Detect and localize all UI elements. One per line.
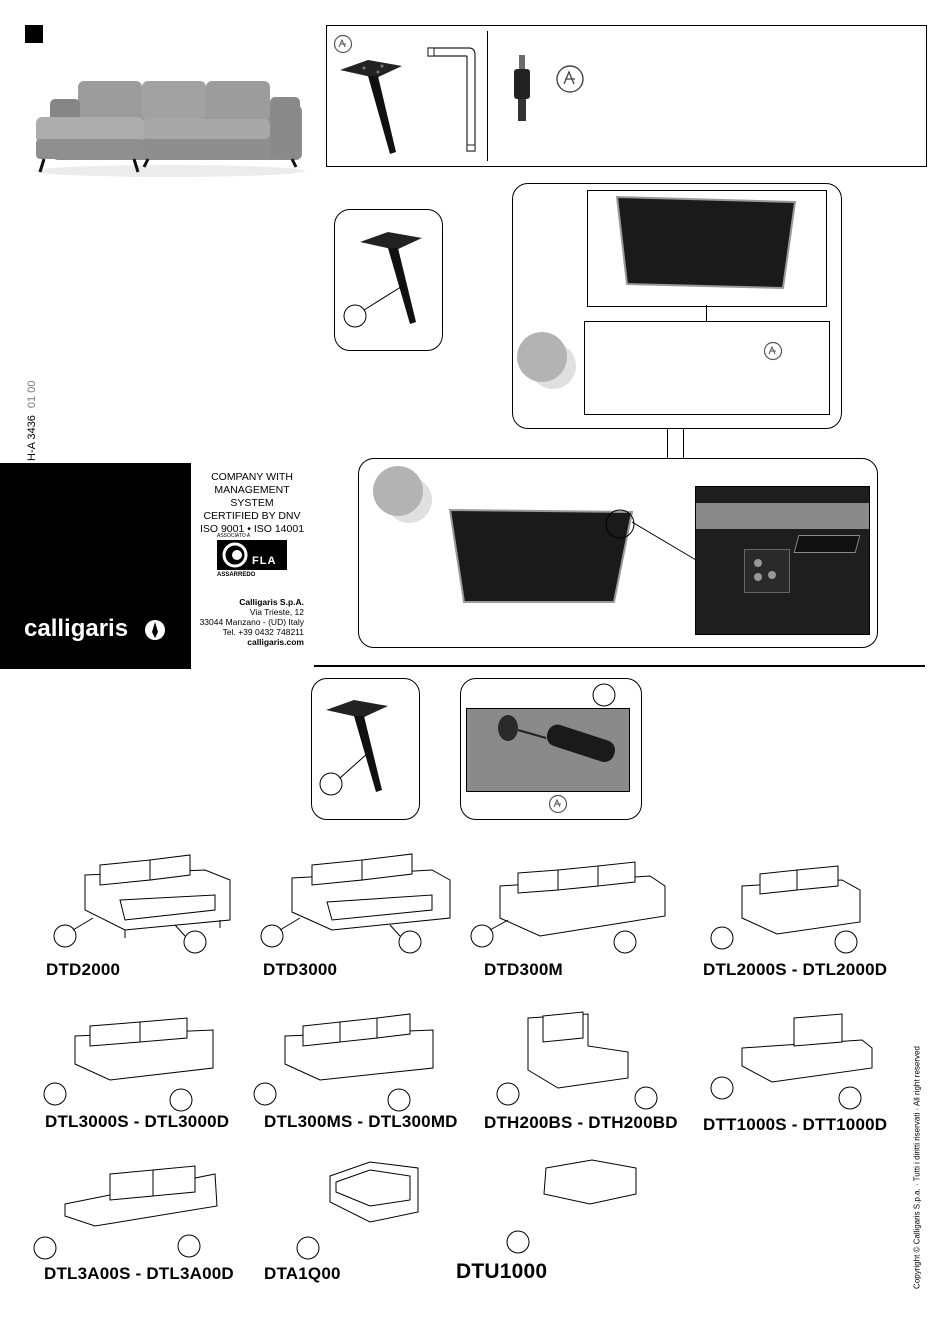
- model-drawings: [33, 853, 873, 1260]
- calligaris-mark-icon: [145, 620, 165, 640]
- hand-screw-icon: [763, 341, 783, 361]
- model-label: DTL3A00S - DTL3A00D: [44, 1264, 234, 1283]
- brand-block: calligaris: [0, 463, 191, 669]
- hand-screw-icon: [548, 794, 568, 814]
- document-code-rev: 01 00: [26, 380, 38, 409]
- model-label: DTL3000S - DTL3000D: [45, 1112, 230, 1131]
- sofa-bottom-view: [448, 508, 635, 603]
- cert-line: COMPANY WITH: [211, 471, 293, 483]
- certification-block: COMPANY WITH MANAGEMENT SYSTEM CERTIFIED…: [192, 471, 312, 536]
- cert-line: CERTIFIED BY DNV: [203, 510, 301, 522]
- corner-marker-icon: [25, 25, 43, 43]
- model-label: DTL300MS - DTL300MD: [264, 1112, 458, 1131]
- allen-key-icon: [427, 47, 476, 152]
- model-label: DTD3000: [263, 960, 338, 979]
- hand-screw-icon: [333, 34, 353, 54]
- model-label: DTL2000S - DTL2000D: [703, 960, 888, 979]
- fla-logo-icon: [222, 542, 248, 568]
- cert-line: MANAGEMENT SYSTEM: [214, 484, 290, 509]
- document-code-main: H-A 3436: [26, 415, 38, 461]
- screw-bolt-icon: [498, 715, 616, 762]
- hand-screw-icon: [556, 65, 584, 93]
- fla-text: FLA: [252, 555, 277, 567]
- model-label: DTH200BS - DTH200BD: [484, 1113, 678, 1132]
- brand-name: calligaris: [24, 615, 129, 642]
- step-bubble: [517, 332, 576, 389]
- model-label: DTU1000: [456, 1260, 548, 1283]
- document-code: H-A 3436 01 00: [26, 361, 38, 461]
- company-tel: Tel. +39 0432 748211: [222, 627, 304, 637]
- model-label: DTD300M: [484, 960, 563, 979]
- sofa-photo: [35, 81, 305, 177]
- screw-bolt-icon: [514, 55, 530, 121]
- company-address: Calligaris S.p.A. Via Trieste, 12 33044 …: [190, 597, 304, 647]
- section-divider: [314, 665, 925, 667]
- fla-logo: ASSOCIATO A FLA ASSARREDO: [217, 533, 289, 585]
- step-bubble: [373, 466, 432, 523]
- leg-icon: [326, 700, 388, 792]
- cert-line: ISO 9001 • ISO 14001: [199, 523, 305, 535]
- model-label: DTD2000: [46, 960, 121, 979]
- model-label: DTT1000S - DTT1000D: [703, 1115, 888, 1134]
- company-name: Calligaris S.p.A.: [239, 597, 304, 607]
- model-label: DTA1Q00: [264, 1264, 341, 1283]
- sofa-bottom-view: [615, 195, 797, 290]
- company-street: Via Trieste, 12: [249, 607, 304, 617]
- fla-assoc-label: ASSOCIATO A: [217, 533, 251, 539]
- leg-icon: [340, 60, 402, 154]
- company-web: calligaris.com: [247, 637, 304, 647]
- assarredo-text: ASSARREDO: [217, 572, 256, 578]
- company-city: 33044 Manzano - (UD) Italy: [199, 617, 304, 627]
- detail-zoom: [695, 486, 870, 635]
- parts-panel: [326, 25, 927, 167]
